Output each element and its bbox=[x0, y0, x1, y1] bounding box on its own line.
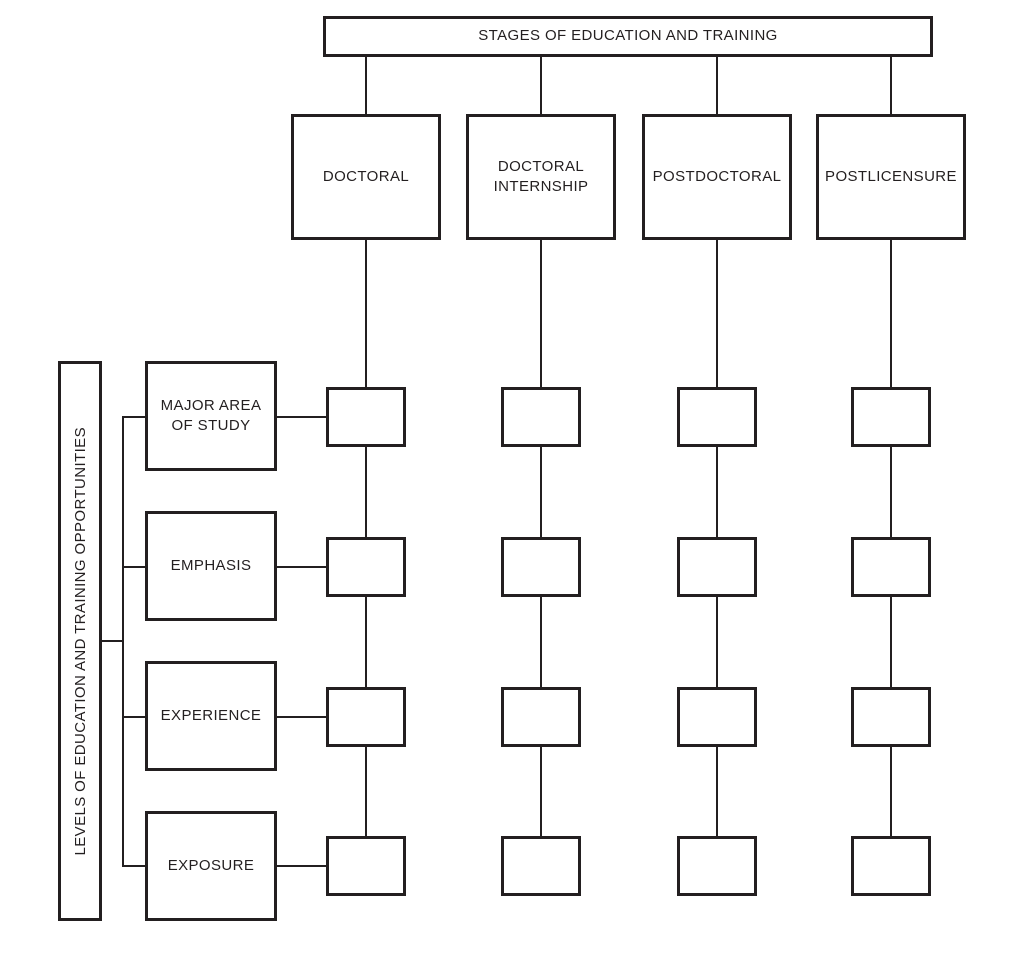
level-label-major-area-of-study: MAJOR AREA OF STUDY bbox=[160, 396, 262, 434]
connector-title-to-postdoctoral bbox=[716, 56, 718, 114]
stage-box-doctoral-internship: DOCTORAL INTERNSHIP bbox=[466, 114, 616, 240]
cell-doctoral-internship-exposure bbox=[501, 836, 581, 896]
connector-title-to-doctoral bbox=[365, 56, 367, 114]
cell-doctoral-internship-emphasis bbox=[501, 537, 581, 597]
stage-box-doctoral: DOCTORAL bbox=[291, 114, 441, 240]
level-box-emphasis: EMPHASIS bbox=[145, 511, 277, 621]
diagram-title: STAGES OF EDUCATION AND TRAINING bbox=[478, 27, 778, 45]
cell-doctoral-exposure bbox=[326, 836, 406, 896]
connector-emphasis-to-cell bbox=[277, 566, 326, 568]
connector-title-to-postlicensure bbox=[890, 56, 892, 114]
cell-postlicensure-experience bbox=[851, 687, 931, 747]
connector-spine-to-exposure bbox=[122, 865, 145, 867]
cell-doctoral-experience bbox=[326, 687, 406, 747]
cell-postlicensure-emphasis bbox=[851, 537, 931, 597]
cell-postlicensure-exposure bbox=[851, 836, 931, 896]
level-label-experience: EXPERIENCE bbox=[160, 706, 262, 724]
levels-spine-line bbox=[122, 416, 124, 867]
stage-label-doctoral-internship: DOCTORAL INTERNSHIP bbox=[493, 157, 589, 195]
level-box-experience: EXPERIENCE bbox=[145, 661, 277, 771]
connector-experience-to-cell bbox=[277, 716, 326, 718]
cell-doctoral-major-area bbox=[326, 387, 406, 447]
levels-axis-label: LEVELS OF EDUCATION AND TRAINING OPPORTU… bbox=[71, 426, 89, 856]
cell-doctoral-internship-major-area bbox=[501, 387, 581, 447]
cell-doctoral-emphasis bbox=[326, 537, 406, 597]
cell-postdoctoral-experience bbox=[677, 687, 757, 747]
cell-doctoral-internship-experience bbox=[501, 687, 581, 747]
stage-label-postlicensure: POSTLICENSURE bbox=[825, 167, 957, 185]
connector-exposure-to-cell bbox=[277, 865, 326, 867]
connector-spine-to-major-area bbox=[122, 416, 145, 418]
connector-axis-to-spine bbox=[102, 640, 122, 642]
level-label-emphasis: EMPHASIS bbox=[170, 556, 252, 574]
cell-postdoctoral-exposure bbox=[677, 836, 757, 896]
cell-postdoctoral-emphasis bbox=[677, 537, 757, 597]
level-box-major-area-of-study: MAJOR AREA OF STUDY bbox=[145, 361, 277, 471]
connector-spine-to-experience bbox=[122, 716, 145, 718]
connector-major-area-to-cell bbox=[277, 416, 326, 418]
stage-box-postdoctoral: POSTDOCTORAL bbox=[642, 114, 792, 240]
stage-label-doctoral: DOCTORAL bbox=[322, 167, 410, 185]
cell-postdoctoral-major-area bbox=[677, 387, 757, 447]
title-box: STAGES OF EDUCATION AND TRAINING bbox=[323, 16, 933, 57]
level-label-exposure: EXPOSURE bbox=[167, 856, 255, 874]
level-box-exposure: EXPOSURE bbox=[145, 811, 277, 921]
levels-axis-box: LEVELS OF EDUCATION AND TRAINING OPPORTU… bbox=[58, 361, 102, 921]
stage-label-postdoctoral: POSTDOCTORAL bbox=[652, 167, 782, 185]
connector-title-to-doctoral-internship bbox=[540, 56, 542, 114]
cell-postlicensure-major-area bbox=[851, 387, 931, 447]
connector-spine-to-emphasis bbox=[122, 566, 145, 568]
stage-box-postlicensure: POSTLICENSURE bbox=[816, 114, 966, 240]
